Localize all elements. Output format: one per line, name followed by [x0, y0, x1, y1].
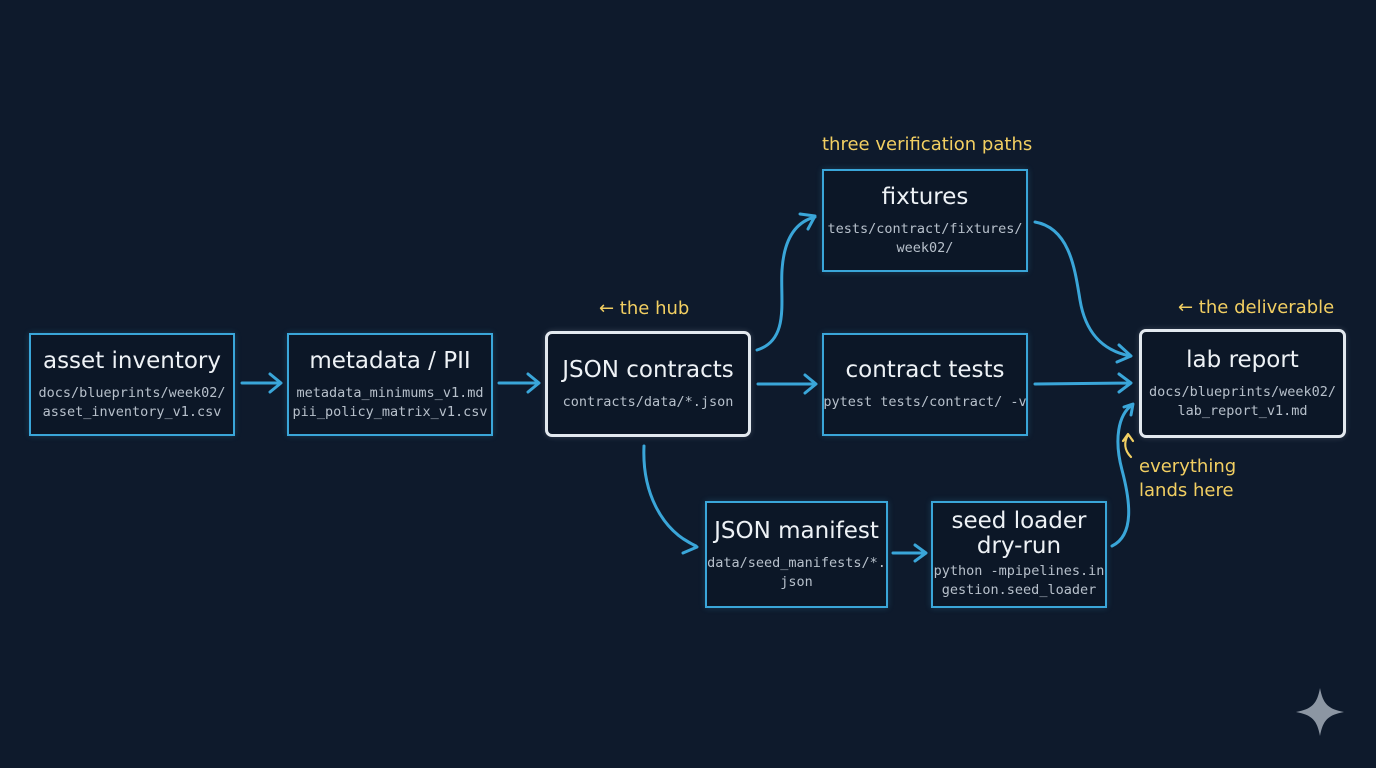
node-path: python -mpipelines.in gestion.seed_loade… — [933, 563, 1105, 598]
node-path: pytest tests/contract/ -v — [823, 394, 1027, 410]
node-path: data/seed_manifests/*. json — [707, 554, 886, 590]
node-title: seed loader dry-run — [951, 508, 1087, 559]
edge-manifest-to-seed — [891, 543, 928, 563]
edge-fixtures-to-report — [1033, 220, 1133, 364]
sparkle-icon — [1296, 688, 1344, 736]
annotation-lands-here: everything lands here — [1139, 456, 1237, 501]
lands-here-arrow-icon — [1121, 432, 1135, 459]
node-lab-report[interactable]: lab report docs/blueprints/week02/ lab_r… — [1139, 329, 1346, 438]
node-title: metadata / PII — [309, 347, 471, 374]
edge-asset-to-metadata — [240, 372, 283, 394]
node-asset-inventory[interactable]: asset inventory docs/blueprints/week02/ … — [29, 333, 235, 436]
node-path: docs/blueprints/week02/ lab_report_v1.md — [1149, 383, 1336, 419]
edge-contracts-to-manifest — [642, 444, 699, 555]
annotation-verification-paths: three verification paths — [822, 134, 1033, 155]
node-title: asset inventory — [42, 347, 221, 374]
node-title: JSON contracts — [562, 356, 734, 383]
node-path: docs/blueprints/week02/ asset_inventory_… — [38, 384, 226, 420]
annotation-hub: ← the hub — [599, 298, 690, 319]
node-contract-tests[interactable]: contract tests pytest tests/contract/ -v — [822, 333, 1028, 436]
node-json-contracts[interactable]: JSON contracts contracts/data/*.json — [545, 331, 751, 437]
node-metadata-pii[interactable]: metadata / PII metadata_minimums_v1.md p… — [287, 333, 493, 436]
node-path: tests/contract/fixtures/ week02/ — [827, 220, 1023, 256]
node-title: contract tests — [845, 357, 1005, 383]
edge-metadata-to-contracts — [497, 372, 541, 394]
edge-contracts-to-tests — [756, 373, 818, 395]
node-fixtures[interactable]: fixtures tests/contract/fixtures/ week02… — [822, 169, 1028, 272]
node-title: lab report — [1186, 346, 1299, 373]
node-title: JSON manifest — [714, 517, 879, 544]
node-json-manifest[interactable]: JSON manifest data/seed_manifests/*. jso… — [705, 501, 888, 608]
node-path: metadata_minimums_v1.md pii_policy_matri… — [292, 384, 488, 420]
node-title: fixtures — [881, 183, 969, 210]
node-seed-loader[interactable]: seed loader dry-run python -mpipelines.i… — [931, 501, 1107, 608]
edge-seed-to-report — [1110, 402, 1135, 548]
annotation-deliverable: ← the deliverable — [1178, 297, 1335, 318]
edge-contracts-to-fixtures — [755, 212, 817, 352]
node-path: contracts/data/*.json — [562, 393, 734, 410]
edge-tests-to-report — [1033, 372, 1133, 394]
